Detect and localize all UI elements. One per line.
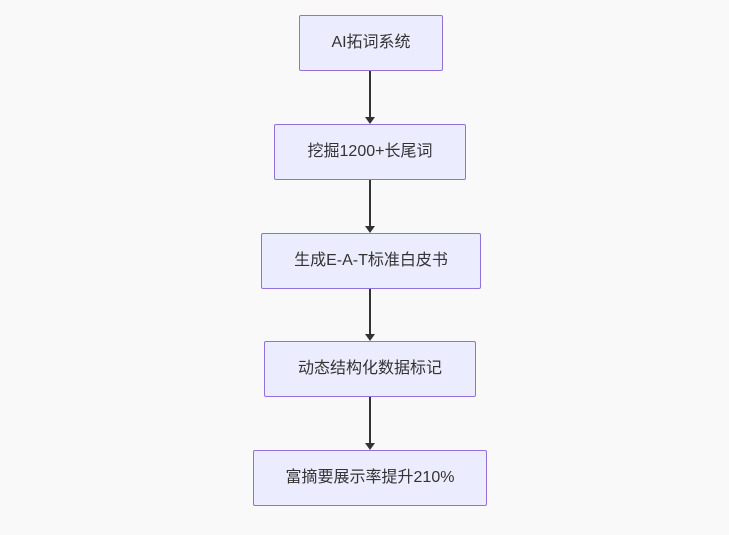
arrow-line — [369, 289, 371, 334]
flow-node-longtail-keyword-mining: 挖掘1200+长尾词 — [274, 124, 466, 180]
arrow-head-icon — [365, 117, 375, 124]
arrow-line — [369, 180, 371, 226]
flow-arrow-2 — [365, 180, 375, 233]
arrow-head-icon — [365, 226, 375, 233]
flow-node-ai-word-expansion-system: AI拓词系统 — [299, 15, 443, 71]
flow-node-eat-whitepaper-generation: 生成E-A-T标准白皮书 — [261, 233, 481, 289]
flow-arrow-1 — [365, 71, 375, 124]
flow-arrow-4 — [365, 397, 375, 450]
flow-node-rich-snippet-rate-result: 富摘要展示率提升210% — [253, 450, 487, 506]
arrow-head-icon — [365, 334, 375, 341]
arrow-head-icon — [365, 443, 375, 450]
flow-node-dynamic-structured-data-markup: 动态结构化数据标记 — [264, 341, 476, 397]
flow-arrow-3 — [365, 289, 375, 341]
arrow-line — [369, 71, 371, 117]
arrow-line — [369, 397, 371, 443]
